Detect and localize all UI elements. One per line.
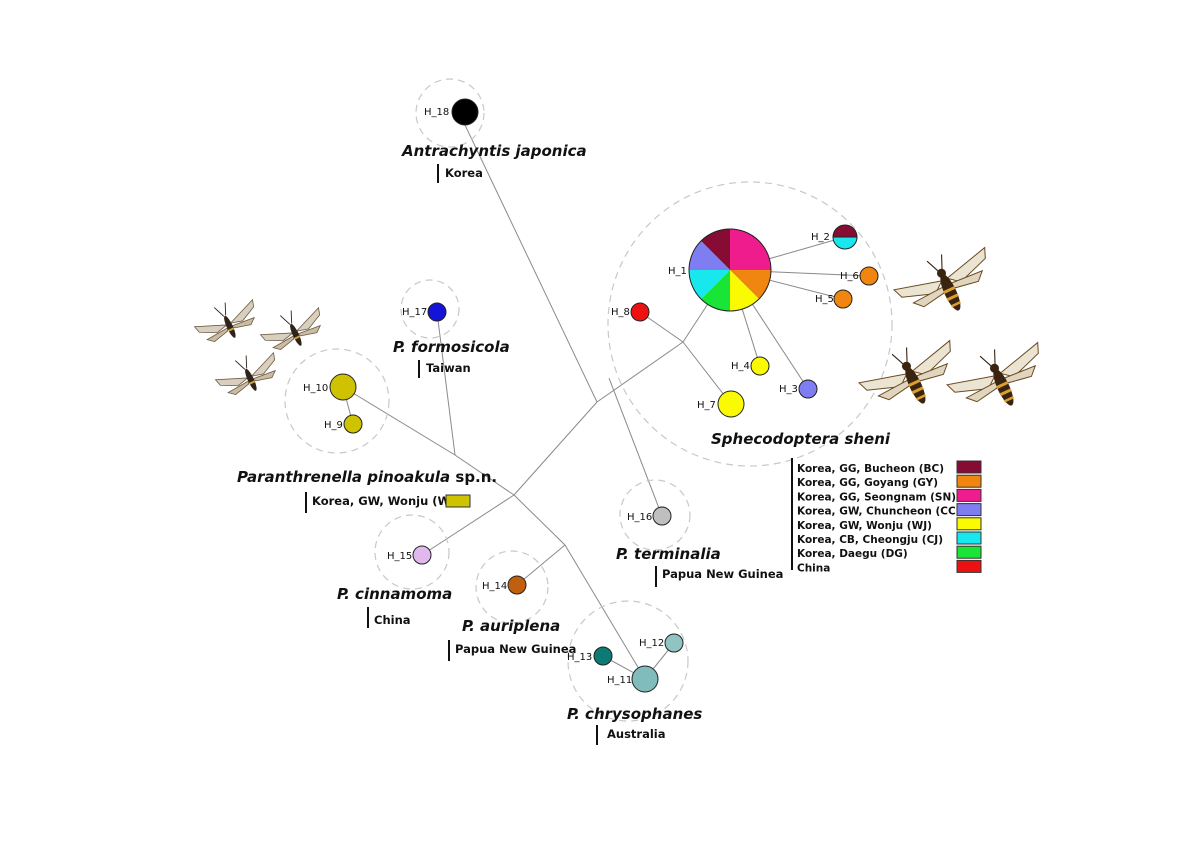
haplotype-node-h5[interactable]: H_5: [815, 289, 853, 309]
cluster-terminalia: [619, 479, 691, 551]
locality-antrachyntis-japonica: Korea: [445, 166, 483, 180]
haplotype-node-h17[interactable]: H_17: [402, 302, 447, 322]
cluster-cinnamoma: [374, 514, 450, 590]
species-name-p-cinnamoma: P. cinnamoma: [337, 585, 452, 603]
legend-label: Korea, GW, Chuncheon (CC): [797, 506, 961, 518]
haplotype-node-h16[interactable]: H_16: [627, 506, 672, 526]
species-name-antrachyntis-japonica: Antrachyntis japonica: [401, 142, 587, 160]
legend-swatch: [956, 531, 982, 545]
haplotype-node-h12[interactable]: H_12: [639, 633, 684, 653]
haplotype-label-h6: H_6: [840, 271, 859, 282]
locality-p-chrysophanes: Australia: [607, 727, 666, 741]
haplotype-node-h18[interactable]: H_18: [424, 98, 479, 126]
species-name-p-chrysophanes: P. chrysophanes: [567, 705, 702, 723]
haplotype-node-h2[interactable]: H_2: [811, 224, 858, 250]
haplotype-node-h6[interactable]: H_6: [840, 266, 879, 286]
haplotype-label-h10: H_10: [303, 383, 328, 394]
moth-illustrations-sphecodoptera: [853, 236, 1058, 428]
legend-label: Korea, Daegu (DG): [797, 548, 908, 560]
haplotype-label-h18: H_18: [424, 107, 449, 118]
haplotype-label-h13: H_13: [567, 652, 592, 663]
legend-swatch: [956, 460, 982, 474]
species-name-sphecodoptera-sheni: Sphecodoptera sheni: [711, 430, 891, 448]
legend-swatch: [956, 474, 982, 488]
haplotype-node-h15[interactable]: H_15: [387, 545, 432, 565]
haplotype-node-h13[interactable]: H_13: [567, 646, 613, 666]
haplotype-node-h7[interactable]: H_7: [697, 390, 745, 418]
pie-slice: [701, 270, 730, 311]
haplotype-node-h3[interactable]: H_3: [779, 379, 818, 399]
haplotype-label-h4: H_4: [731, 361, 750, 372]
haplotype-node-h4[interactable]: H_4: [731, 356, 770, 376]
species-name-p-terminalia: P. terminalia: [616, 545, 721, 563]
haplotype-label-h5: H_5: [815, 294, 834, 305]
haplotype-label-h3: H_3: [779, 384, 798, 395]
legend-label: Korea, GG, Seongnam (SN): [797, 491, 956, 503]
species-name-p-formosicola: P. formosicola: [393, 338, 510, 356]
cluster-antrachyntis: [415, 78, 485, 148]
cluster-pinoakula: [284, 348, 390, 454]
locality-p-terminalia: Papua New Guinea: [662, 567, 783, 581]
haplotype-nodes: H_1 H_2 H_3 H_4 H_5 H_6 H_7 H_8: [303, 98, 879, 693]
locality-paranthrenella-pinoakula: Korea, GW, Wonju (WJ): [312, 494, 460, 508]
cluster-outlines: [284, 78, 893, 722]
haplotype-label-h17: H_17: [402, 307, 427, 318]
haplotype-node-h11[interactable]: H_11: [607, 665, 659, 693]
cluster-sphecodoptera: [607, 181, 893, 467]
haplotype-label-h1: H_1: [668, 266, 687, 277]
legend-swatch: [956, 559, 982, 573]
locality-swatch-wonju: [445, 494, 471, 508]
cluster-auriplena: [475, 550, 549, 624]
species-name-p-auriplena: P. auriplena: [462, 617, 560, 635]
haplotype-label-h7: H_7: [697, 400, 716, 411]
haplotype-label-h2: H_2: [811, 232, 830, 243]
haplotype-label-h9: H_9: [324, 420, 343, 431]
legend-label: Korea, GG, Goyang (GY): [797, 477, 938, 489]
haplotype-label-h14: H_14: [482, 581, 507, 592]
legend-label: Korea, GG, Bucheon (BC): [797, 463, 944, 475]
locality-p-formosicola: Taiwan: [426, 361, 471, 375]
legend-swatch: [956, 517, 982, 531]
legend-label: China: [797, 562, 830, 574]
cluster-formosicola: [400, 279, 460, 339]
legend-swatch: [956, 503, 982, 517]
cluster-chrysophanes: [567, 600, 689, 722]
locality-p-cinnamoma: China: [374, 613, 411, 627]
species-labels: Antrachyntis japonica Korea P. formosico…: [237, 142, 891, 745]
haplotype-label-h8: H_8: [611, 307, 630, 318]
haplotype-node-h10[interactable]: H_10: [303, 373, 357, 401]
locality-p-auriplena: Papua New Guinea: [455, 642, 576, 656]
haplotype-node-h14[interactable]: H_14: [482, 575, 527, 595]
locality-legend: Korea, GG, Bucheon (BC) Korea, GG, Goyang…: [791, 458, 982, 574]
haplotype-label-h11: H_11: [607, 675, 632, 686]
pie-slice: [730, 270, 759, 311]
legend-swatch: [956, 488, 982, 502]
legend-swatch: [956, 545, 982, 559]
haplotype-label-h15: H_15: [387, 551, 412, 562]
legend-label: Korea, GW, Wonju (WJ): [797, 520, 932, 532]
pie-slice: [730, 270, 771, 299]
haplotype-label-h16: H_16: [627, 512, 652, 523]
haplotype-label-h12: H_12: [639, 638, 664, 649]
pie-slice: [689, 241, 730, 270]
pie-slice: [730, 229, 771, 270]
haplotype-node-h1[interactable]: H_1: [668, 228, 772, 312]
legend-label: Korea, CB, Cheongju (CJ): [797, 534, 943, 546]
haplotype-node-h8[interactable]: H_8: [611, 302, 650, 322]
pie-slice: [689, 270, 730, 299]
haplotype-node-h9[interactable]: H_9: [324, 414, 363, 434]
species-name-paranthrenella-pinoakula: Paranthrenella pinoakula sp.n.: [237, 468, 497, 486]
pie-slice: [701, 229, 730, 270]
